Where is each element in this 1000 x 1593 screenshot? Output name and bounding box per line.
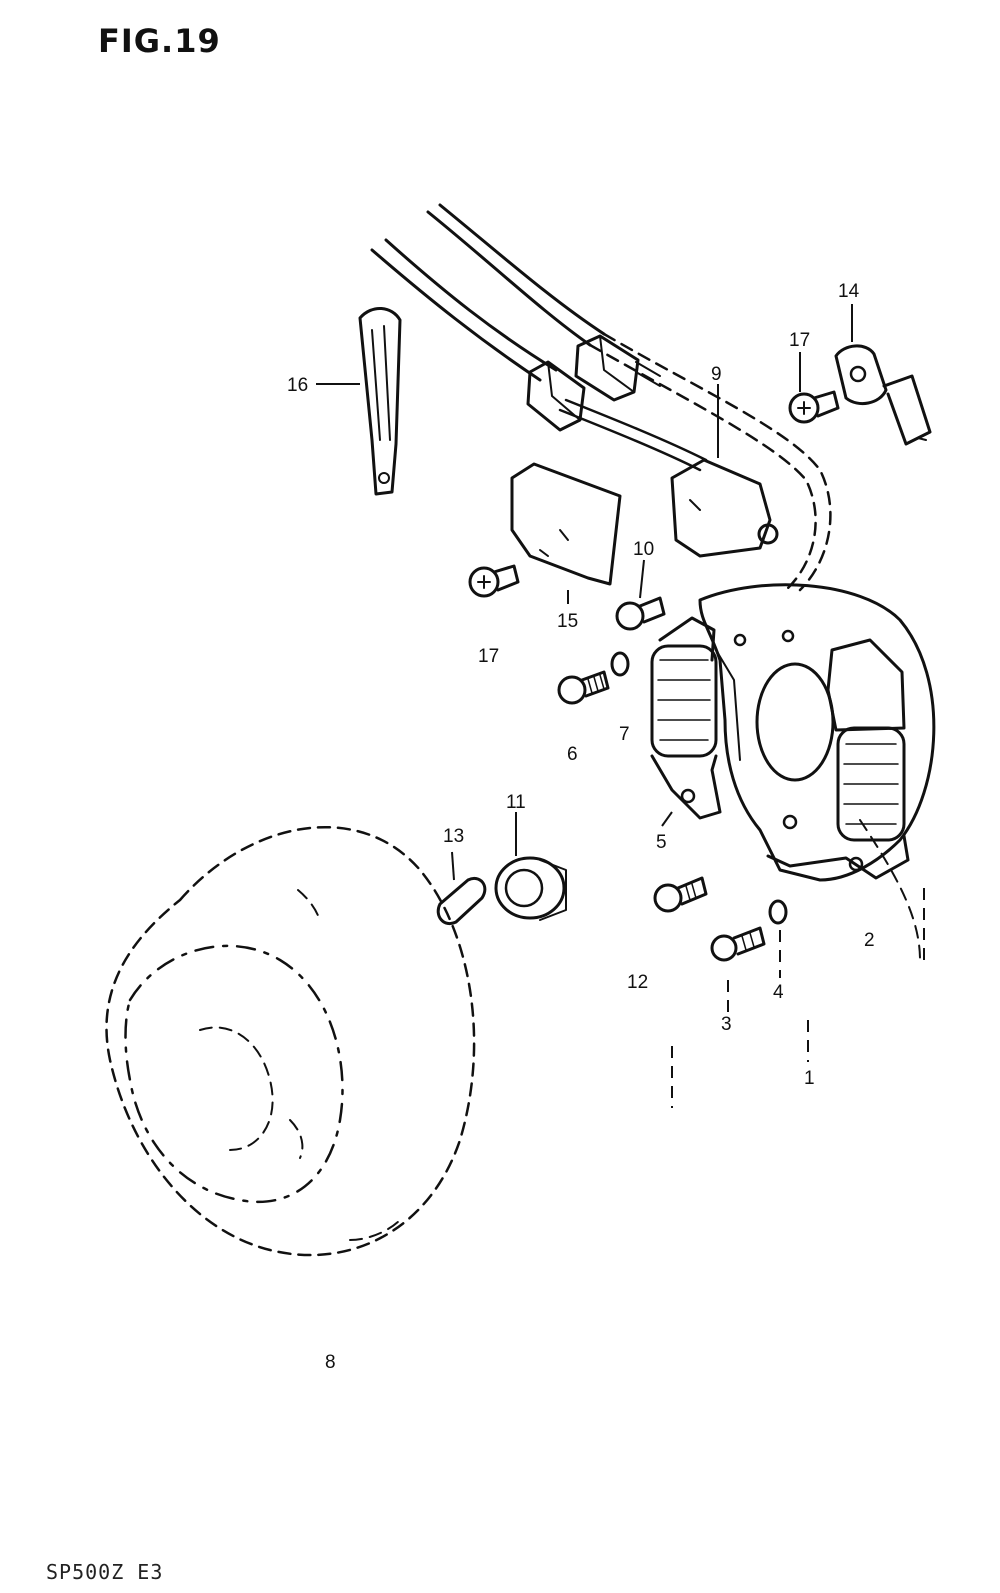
part-14-clamp: [834, 344, 932, 446]
part-8-flywheel: [105, 826, 476, 1257]
callout-10: 10: [633, 539, 654, 560]
harness-connector-b: [574, 334, 661, 402]
screw-3: [710, 926, 766, 962]
figure-title: FIG.19: [98, 22, 221, 60]
part-16-lead-strip: [358, 307, 402, 496]
callout-16: 16: [287, 375, 308, 396]
model-code: SP500Z E3: [46, 1560, 164, 1584]
part-15-cover-plate: [510, 462, 622, 586]
stator-base-plate: [698, 583, 936, 961]
callout-12: 12: [627, 972, 648, 993]
harness-connector-a: [526, 360, 586, 432]
part-2-coil-right: [766, 638, 910, 880]
callout-labels: 16 14 17 9 10 15 17 7 6 11 13 5 2 12 4 3…: [287, 281, 875, 1373]
part-5-coil-left: [650, 616, 741, 820]
wire-harness: [370, 203, 832, 592]
part-11-seal: [494, 856, 567, 921]
callout-15: 15: [557, 611, 578, 632]
callout-1: 1: [804, 1068, 815, 1089]
callout-14: 14: [838, 281, 860, 302]
callout-7: 7: [619, 724, 630, 745]
screw-6: [557, 670, 610, 705]
callout-8: 8: [325, 1352, 336, 1373]
washer-4: [768, 899, 788, 925]
callout-9: 9: [711, 364, 722, 385]
callout-6: 6: [567, 744, 578, 765]
callout-17-upper: 17: [789, 330, 810, 351]
callout-17-lower: 17: [478, 646, 499, 667]
leader-lines: [316, 304, 925, 1108]
screw-10: [615, 596, 666, 631]
part-9-pulser-unit: [670, 458, 779, 558]
screw-12: [653, 876, 708, 913]
callout-13: 13: [443, 826, 464, 847]
screw-17-upper: [788, 390, 840, 424]
callout-2: 2: [864, 930, 875, 951]
callout-4: 4: [773, 982, 784, 1003]
washer-7: [610, 651, 630, 677]
callout-5: 5: [656, 832, 667, 853]
callout-11: 11: [506, 792, 526, 813]
callout-3: 3: [721, 1014, 732, 1035]
part-13-key: [436, 877, 487, 925]
screw-17-lower: [468, 564, 520, 598]
